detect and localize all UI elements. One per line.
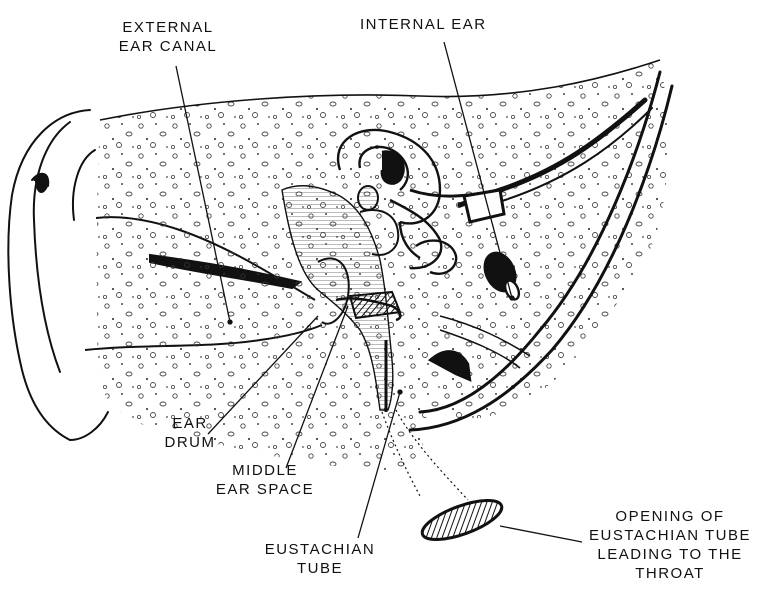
label-line: EXTERNAL: [98, 18, 238, 37]
label-ear-drum: EAR DRUM: [150, 414, 230, 452]
label-line: EAR: [150, 414, 230, 433]
label-line: INTERNAL EAR: [360, 15, 487, 34]
label-line: LEADING TO THE: [572, 545, 768, 564]
label-line: MIDDLE: [205, 461, 325, 480]
outer-ear-auricle: [8, 110, 108, 440]
label-line: THROAT: [572, 564, 768, 583]
leader-opening: [500, 526, 582, 542]
label-opening-of-eustachian-tube: OPENING OF EUSTACHIAN TUBE LEADING TO TH…: [572, 507, 768, 583]
label-line: EUSTACHIAN: [250, 540, 390, 559]
eustachian-tube-opening: [418, 492, 507, 547]
label-line: DRUM: [150, 433, 230, 452]
label-line: OPENING OF: [572, 507, 768, 526]
label-line: TUBE: [250, 559, 390, 578]
label-internal-ear: INTERNAL EAR: [360, 15, 487, 34]
label-middle-ear-space: MIDDLE EAR SPACE: [205, 461, 325, 499]
label-line: EUSTACHIAN TUBE: [572, 526, 768, 545]
label-eustachian-tube: EUSTACHIAN TUBE: [250, 540, 390, 578]
label-line: EAR CANAL: [98, 37, 238, 56]
label-external-ear-canal: EXTERNAL EAR CANAL: [98, 18, 238, 56]
label-line: EAR SPACE: [205, 480, 325, 499]
